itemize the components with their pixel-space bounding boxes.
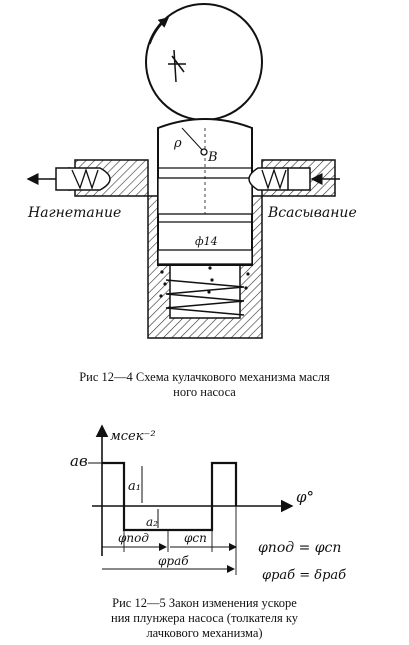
figure2-caption-line2: ния плунжера насоса (толкателя ку [111, 611, 298, 625]
figure2-caption: Рис 12—5 Закон изменения ускоре ния плун… [0, 596, 409, 641]
rotation-arrow-icon [149, 17, 169, 45]
acceleration-curve [102, 461, 238, 532]
label-a1: a₁ [128, 479, 141, 494]
label-suction: Всасывание [267, 205, 357, 221]
label-a2: a₂ [146, 515, 158, 529]
figure1-caption: Рис 12—4 Схема кулачкового механизма мас… [0, 370, 409, 400]
label-phi-rab: φраб [158, 554, 189, 568]
plunger [157, 118, 253, 266]
x-axis-label: φ° [296, 488, 314, 506]
label-rho: ρ [173, 136, 182, 151]
point-b-marker [200, 148, 208, 156]
suction-valve [248, 167, 340, 191]
figure1-caption-line2: ного насоса [173, 385, 236, 399]
discharge-valve [26, 167, 111, 191]
figure1-caption-line1: Рис 12—4 Схема кулачкового механизма мас… [79, 370, 330, 384]
equation-1: φпод = φсп [258, 540, 341, 556]
oil-drops [159, 266, 250, 298]
y-unit-label: мсек⁻² [110, 429, 156, 444]
label-b: B [207, 150, 218, 165]
cam-pump-figure: ρ B ф14 Нагнетание Всасывание [26, 3, 357, 339]
rho-line [181, 127, 205, 153]
plunger-spring [165, 279, 245, 316]
acceleration-diagram: мсек⁻² aв φ° a₁ a₂ φпод φсп φраб φпод = … [70, 424, 346, 583]
equation-2: φраб = δраб [262, 568, 346, 583]
label-diameter: ф14 [195, 235, 218, 248]
figure2-caption-line1: Рис 12—5 Закон изменения ускоре [112, 596, 297, 610]
label-a-b: aв [70, 452, 88, 470]
label-phi-sp: φсп [184, 531, 207, 545]
cam-center-mark [168, 49, 186, 83]
label-phi-pod: φпод [118, 531, 149, 545]
figure2-caption-line3: лачкового механизма) [146, 626, 263, 640]
label-discharge: Нагнетание [27, 205, 121, 221]
